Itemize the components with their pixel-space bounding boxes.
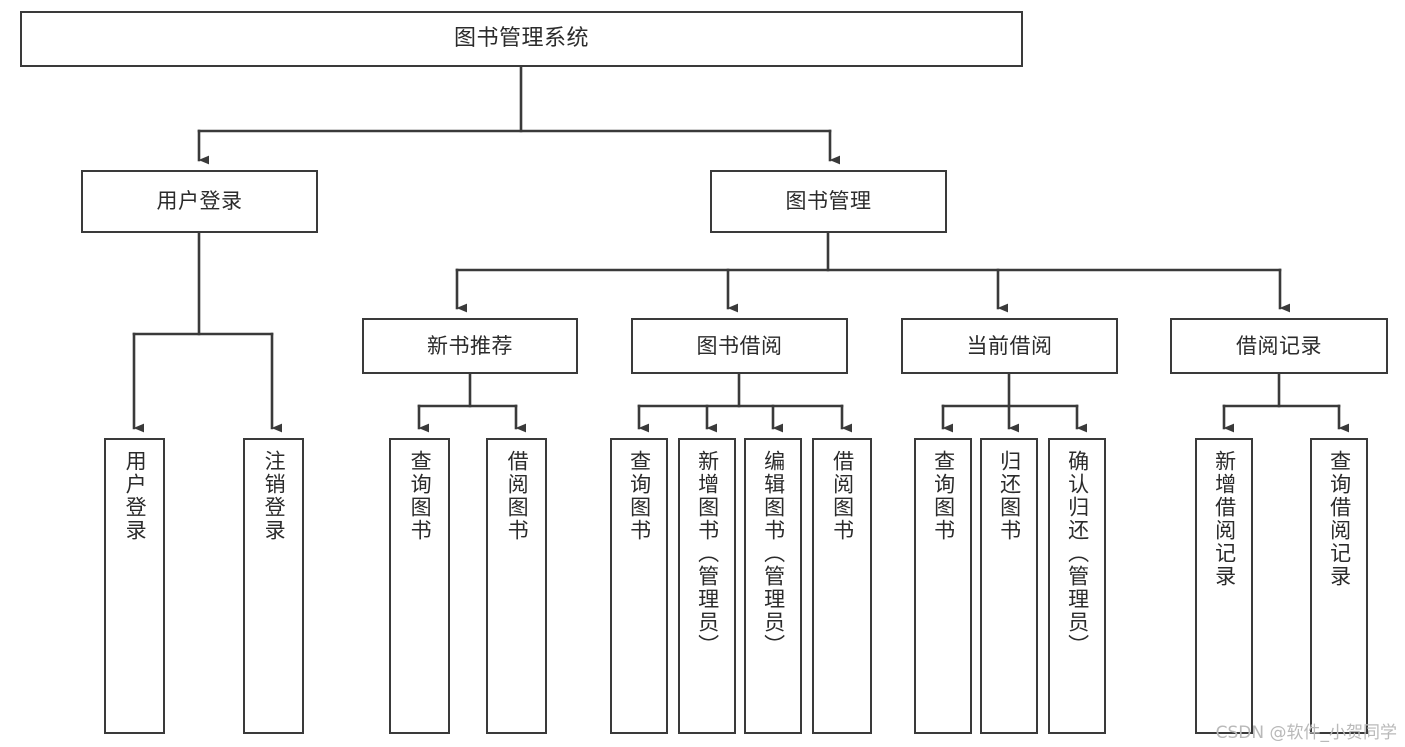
node-label: 编辑图书（管理员） <box>761 450 786 657</box>
node-label: 归还图书 <box>997 450 1022 542</box>
node-label: 查询图书 <box>627 450 652 542</box>
node-user-login[interactable]: 用户登录 <box>81 170 318 233</box>
leaf-add-book-admin[interactable]: 新增图书（管理员） <box>678 438 736 734</box>
node-label: 新增借阅记录 <box>1212 450 1237 588</box>
node-label: 查询图书 <box>931 450 956 542</box>
node-label: 用户登录 <box>123 450 148 542</box>
node-label: 当前借阅 <box>966 333 1053 358</box>
node-label: 查询图书 <box>408 450 433 542</box>
leaf-borrow-book-rec[interactable]: 借阅图书 <box>486 438 547 734</box>
node-label: 图书管理 <box>785 189 872 214</box>
watermark: CSDN @软件_小贺同学 <box>1215 723 1397 743</box>
node-label: 借阅记录 <box>1236 333 1322 358</box>
leaf-edit-book-admin[interactable]: 编辑图书（管理员） <box>744 438 802 734</box>
leaf-user-login[interactable]: 用户登录 <box>104 438 165 734</box>
leaf-add-borrow-record[interactable]: 新增借阅记录 <box>1195 438 1253 734</box>
node-label: 图书管理系统 <box>453 26 589 52</box>
leaf-query-book-borrow[interactable]: 查询图书 <box>610 438 668 734</box>
node-label: 注销登录 <box>262 450 287 542</box>
node-new-book-recommend[interactable]: 新书推荐 <box>362 318 578 374</box>
leaf-query-book-rec[interactable]: 查询图书 <box>389 438 450 734</box>
node-label: 用户登录 <box>156 189 243 214</box>
node-label: 借阅图书 <box>830 450 855 542</box>
leaf-borrow-book[interactable]: 借阅图书 <box>812 438 872 734</box>
node-book-management[interactable]: 图书管理 <box>710 170 947 233</box>
node-borrow-record[interactable]: 借阅记录 <box>1170 318 1388 374</box>
node-label: 查询借阅记录 <box>1327 450 1352 588</box>
leaf-return-book[interactable]: 归还图书 <box>980 438 1038 734</box>
node-root-system[interactable]: 图书管理系统 <box>20 11 1023 67</box>
leaf-query-book-current[interactable]: 查询图书 <box>914 438 972 734</box>
leaf-logout[interactable]: 注销登录 <box>243 438 304 734</box>
leaf-confirm-return-admin[interactable]: 确认归还（管理员） <box>1048 438 1106 734</box>
node-label: 图书借阅 <box>696 333 783 358</box>
node-label: 新书推荐 <box>427 333 513 358</box>
node-book-borrow[interactable]: 图书借阅 <box>631 318 848 374</box>
node-current-borrow[interactable]: 当前借阅 <box>901 318 1118 374</box>
leaf-query-borrow-record[interactable]: 查询借阅记录 <box>1310 438 1368 734</box>
node-label: 确认归还（管理员） <box>1065 450 1090 657</box>
node-label: 新增图书（管理员） <box>695 450 720 657</box>
node-label: 借阅图书 <box>505 450 530 542</box>
